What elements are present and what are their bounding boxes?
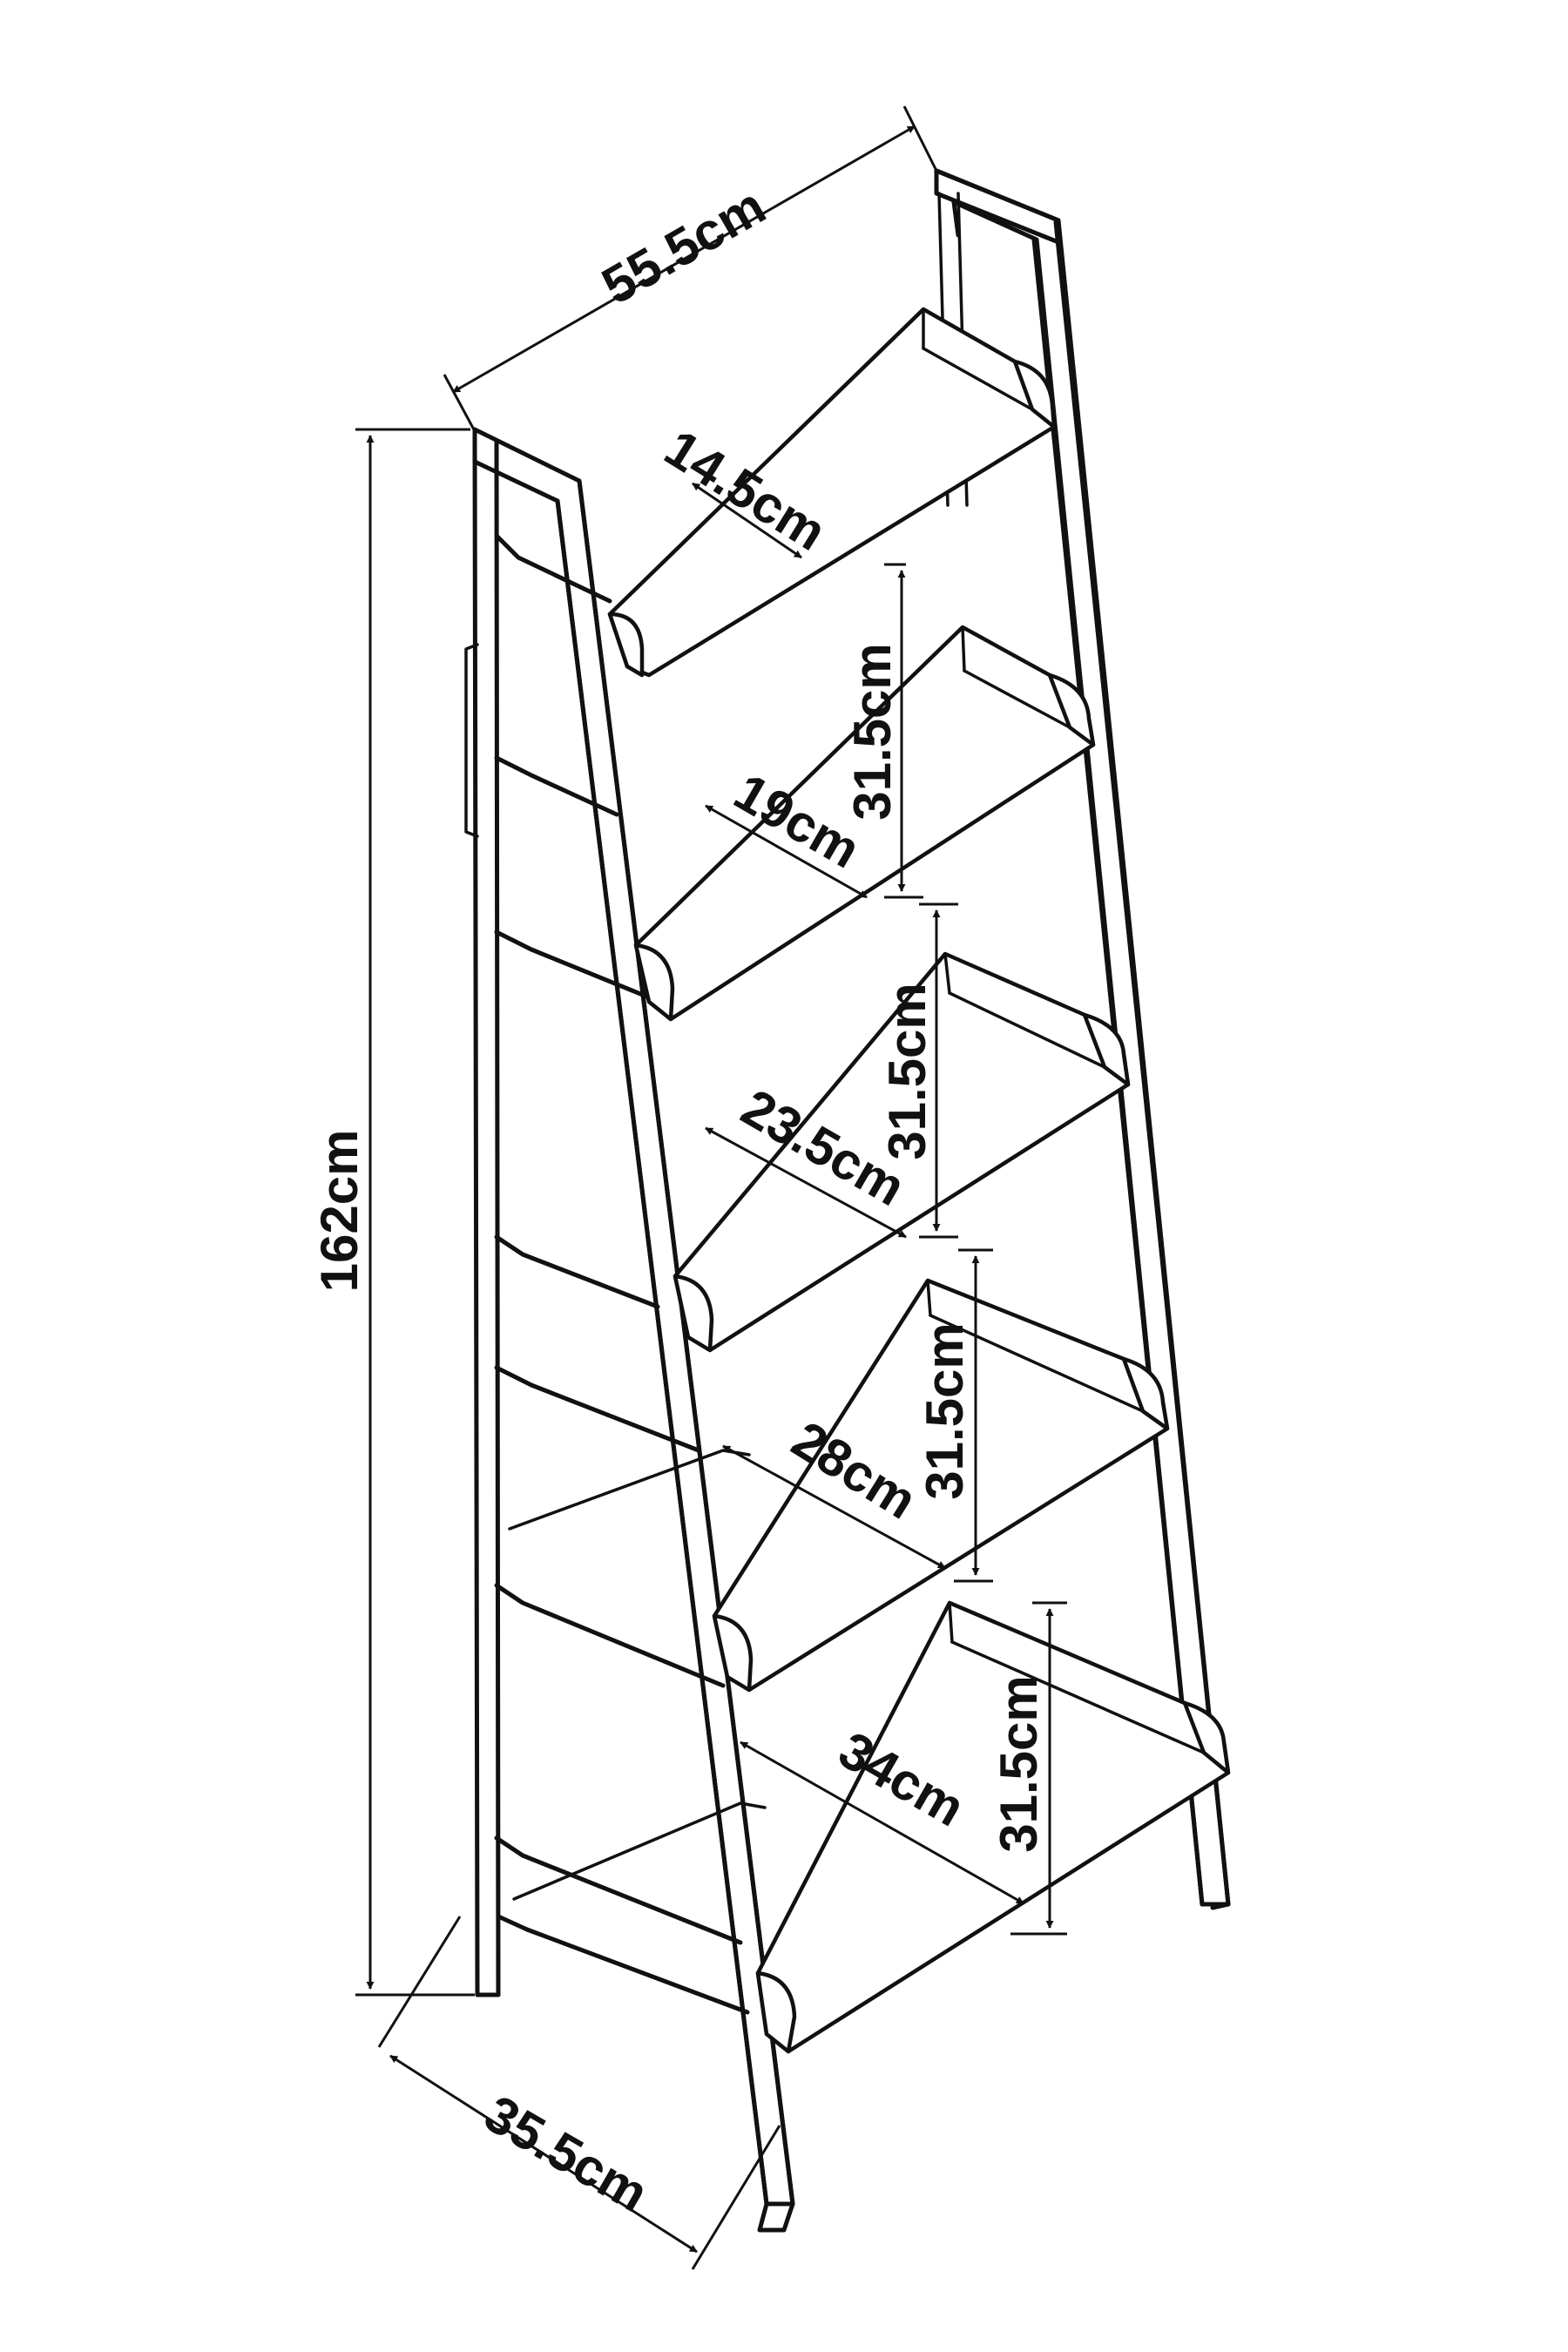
dim-overall-depth (377, 1916, 781, 2270)
dim-overall-width (443, 105, 938, 432)
dim-shelf-1-depth (692, 482, 802, 559)
label-overall-depth: 35.5cm (475, 2084, 658, 2223)
label-shelf-3-spacing: 31.5cm (916, 1322, 974, 1500)
label-shelf-2-spacing: 31.5cm (878, 983, 936, 1160)
dim-shelf-4-depth (722, 1444, 946, 1570)
dim-shelf-3-spacing (954, 1248, 993, 1583)
dim-overall-height (355, 428, 475, 1997)
dim-shelf-3-depth (705, 1126, 907, 1239)
front-frame (464, 427, 795, 2233)
label-overall-height: 162cm (310, 1130, 368, 1293)
dim-shelf-1-spacing (884, 563, 923, 899)
label-shelf-1-spacing: 31.5cm (843, 643, 902, 821)
dim-shelf-2-spacing (919, 902, 958, 1239)
shelf-5 (512, 1600, 1231, 2054)
shelf-1 (607, 307, 1057, 678)
label-shelf-4-spacing: 31.5cm (990, 1675, 1048, 1853)
dim-shelf-2-depth (705, 804, 868, 899)
dim-shelf-5-depth (740, 1740, 1024, 1905)
label-overall-width: 55.5cm (592, 176, 775, 315)
dim-shelf-4-spacing (1010, 1601, 1067, 1936)
